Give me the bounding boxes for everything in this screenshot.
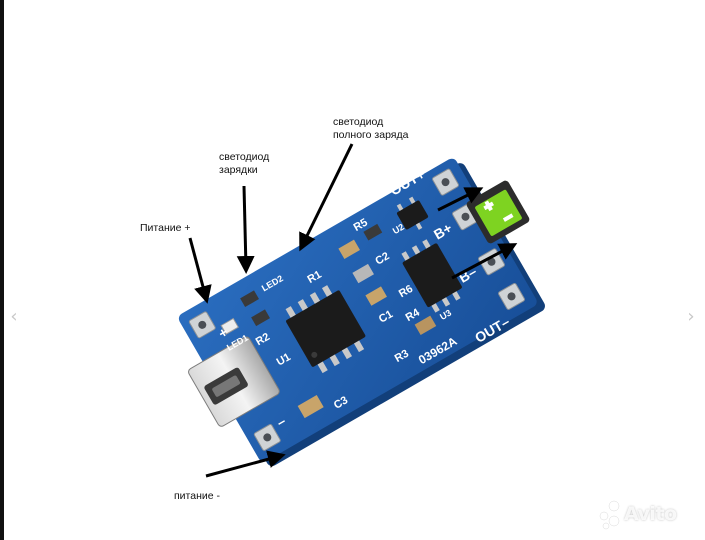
silk-b-plus: B+ xyxy=(431,220,455,243)
silk-u3: U3 xyxy=(438,308,453,322)
watermark: Avito xyxy=(596,500,696,530)
chip-u3 xyxy=(401,239,462,313)
silk-u2: U2 xyxy=(391,222,406,236)
annotation-arrows xyxy=(188,143,518,478)
arrow-battery-plus xyxy=(437,187,484,212)
watermark-text: Avito xyxy=(624,503,677,525)
led1 xyxy=(220,317,239,335)
photo-left-edge xyxy=(0,0,4,540)
chevron-left-icon[interactable]: ‹ xyxy=(10,306,18,327)
chip-u2 xyxy=(396,196,429,230)
arrow-full-charge-led xyxy=(299,143,354,252)
passive-components xyxy=(240,223,437,419)
arrow-power-plus xyxy=(188,237,212,304)
chevron-right-icon[interactable]: › xyxy=(687,306,695,327)
label-power-minus: питание - xyxy=(174,490,220,502)
charger-board: OUT+ B+ B– OUT– + – LED1 LED2 R1 R2 R3 R… xyxy=(178,158,545,466)
arrow-power-minus xyxy=(205,450,286,478)
label-full-charge-led: светодиод полного заряда xyxy=(333,116,409,141)
arrow-charging-led xyxy=(236,185,255,274)
label-power-plus: Питание + xyxy=(140,222,191,234)
arrow-battery-minus xyxy=(451,243,518,280)
avito-dots-icon xyxy=(599,500,620,530)
chip-u1 xyxy=(285,285,366,374)
label-charging-led: светодиод зарядки xyxy=(219,151,270,176)
silk-b-minus: B– xyxy=(456,263,480,286)
micro-usb-connector xyxy=(188,336,280,427)
